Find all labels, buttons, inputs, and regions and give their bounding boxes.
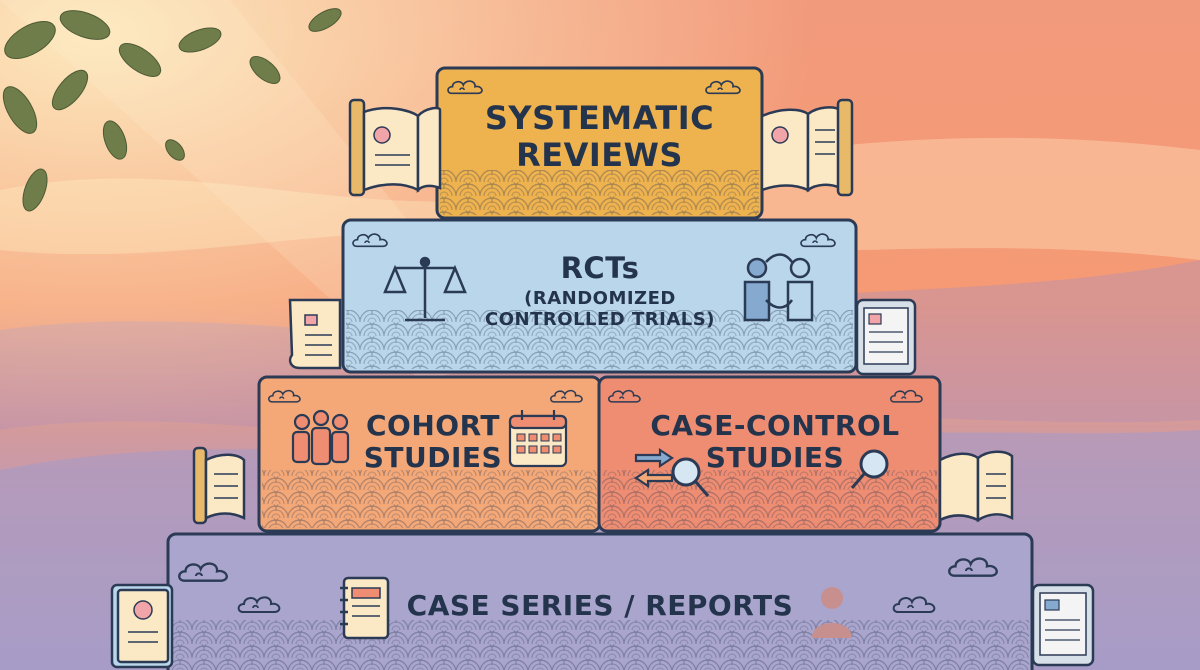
tier-label-line: STUDIES (705, 441, 845, 475)
book-icon (110, 583, 174, 669)
group-icon (291, 409, 350, 466)
tier-systematic-reviews (435, 66, 764, 220)
tier-label-line: CASE SERIES / REPORTS (406, 589, 794, 622)
tier-label-line: RCTs (560, 251, 640, 285)
tier-cohort-studies (257, 375, 602, 533)
tier-label-line: (RANDOMIZED (524, 288, 676, 310)
open-book-icon (938, 450, 1014, 523)
tier-label-line: COHORT (366, 409, 500, 442)
tier-label-line: REVIEWS (516, 135, 683, 174)
tier-label-line: STUDIES (363, 441, 503, 475)
magnifier-icon (671, 457, 710, 497)
tier-label-case-control-studies: CASE-CONTROL STUDIES (640, 409, 910, 475)
open-book-icon (760, 98, 854, 197)
person-icon (812, 587, 852, 638)
tablet-icon (855, 298, 917, 376)
tier-rcts (341, 218, 858, 374)
tier-label-systematic-reviews: SYSTEMATIC REVIEWS (437, 100, 762, 174)
scroll-icon (288, 298, 342, 370)
tree-leaves (2, 8, 342, 212)
calendar-icon (508, 410, 568, 468)
tier-label-line: CASE-CONTROL (650, 409, 900, 442)
tablet-icon (1031, 583, 1095, 667)
tier-label-case-series-reports: CASE SERIES / REPORTS (400, 589, 800, 622)
arrows-icon (634, 447, 674, 489)
notebook-icon (340, 576, 390, 640)
balance-scale-icon (383, 256, 467, 322)
tier-label-rcts: RCTs (RANDOMIZED CONTROLLED TRIALS) (455, 251, 745, 331)
people-compare-icon (743, 253, 814, 322)
magnifier-icon (850, 449, 889, 489)
tier-label-line: CONTROLLED TRIALS) (485, 309, 715, 331)
tier-label-line: SYSTEMATIC (484, 99, 715, 137)
open-book-icon (192, 446, 246, 525)
open-book-icon (348, 98, 442, 197)
tier-label-cohort-studies: COHORT STUDIES (358, 409, 508, 475)
tier-case-control-studies (597, 375, 942, 533)
